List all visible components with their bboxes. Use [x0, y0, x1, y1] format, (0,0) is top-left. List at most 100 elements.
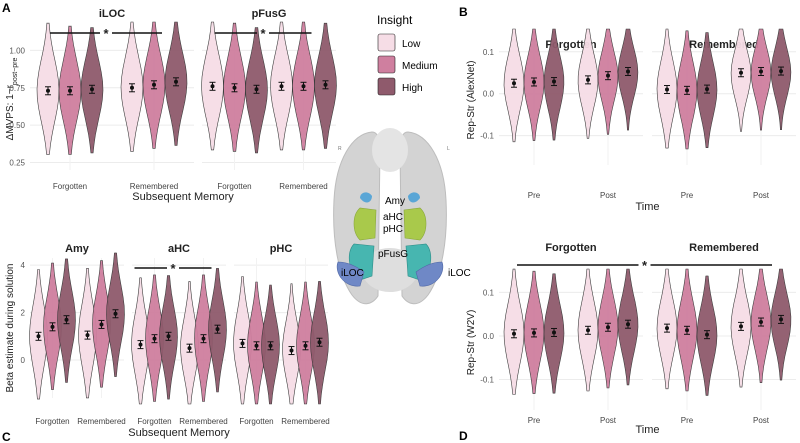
mean-point-medium	[532, 79, 536, 84]
mean-point-high	[552, 79, 556, 84]
mean-point-low	[512, 331, 516, 336]
mean-point-high	[323, 82, 328, 87]
mean-point-high	[705, 87, 709, 92]
x-axis-label: Subsequent Memory	[128, 427, 230, 439]
mean-point-medium	[254, 343, 259, 348]
x-tick-label: Pre	[681, 416, 694, 425]
mean-point-medium	[606, 73, 610, 78]
mean-point-medium	[152, 82, 156, 87]
mean-point-high	[113, 311, 118, 316]
x-axis-label: Time	[635, 424, 659, 436]
y-axis-label: Rep-Str (AlexNet)	[466, 61, 477, 140]
y-tick-label: 0.1	[483, 48, 495, 57]
mean-point-low	[138, 342, 143, 347]
mean-point-low	[586, 328, 590, 333]
mean-point-medium	[301, 84, 306, 89]
violin-low	[730, 28, 752, 132]
mean-point-low	[36, 334, 41, 339]
facet-title: Forgotten	[545, 242, 597, 254]
legend-key-high	[377, 77, 396, 96]
panel-letter-d: D	[459, 429, 468, 443]
mean-point-high	[626, 322, 630, 327]
facet-title: aHC	[168, 243, 190, 255]
significance-marker: *	[170, 261, 176, 276]
mean-point-low	[85, 333, 90, 338]
x-axis-label: Time	[635, 201, 659, 213]
panel-letter-a: A	[2, 1, 11, 15]
x-tick-label: Forgotten	[53, 182, 87, 191]
facet-title: Remembered	[689, 242, 759, 254]
x-tick-label: Post	[753, 191, 770, 200]
mean-point-high	[254, 87, 259, 92]
mean-point-low	[210, 84, 215, 89]
x-tick-label: Remembered	[279, 182, 327, 191]
x-tick-label: Pre	[528, 191, 541, 200]
significance-marker: *	[642, 258, 648, 273]
x-tick-label: Post	[600, 416, 617, 425]
legend-label-medium: Medium	[402, 61, 438, 72]
mean-point-low	[187, 346, 192, 351]
x-tick-label: Post	[600, 191, 617, 200]
legend: Insight Low Medium High	[377, 13, 438, 96]
mean-point-medium	[685, 328, 689, 333]
y-tick-label: 0.25	[9, 159, 25, 168]
mean-point-medium	[303, 343, 308, 348]
mean-point-high	[90, 87, 94, 92]
mean-point-high	[626, 69, 630, 74]
panel-b: Rep-Str (AlexNet)Time-0.10.00.1Forgotten…	[466, 28, 796, 213]
brain-label-ahc: aHC	[383, 212, 403, 223]
mean-point-high	[317, 340, 322, 345]
mean-point-high	[552, 330, 556, 335]
y-tick-label: -0.1	[480, 132, 494, 141]
facet-title: Amy	[65, 243, 90, 255]
legend-title: Insight	[377, 13, 413, 27]
mean-point-medium	[50, 324, 55, 329]
y-tick-label: 2	[21, 309, 26, 318]
mean-point-high	[705, 332, 709, 337]
mean-point-medium	[759, 320, 763, 325]
legend-key-low	[377, 33, 396, 52]
legend-label-low: Low	[402, 39, 421, 50]
mean-point-low	[586, 77, 590, 82]
panel-letter-b: B	[459, 5, 468, 19]
mean-point-low	[289, 348, 294, 353]
violin-low	[180, 281, 199, 405]
mean-point-medium	[201, 336, 206, 341]
facet-title: iLOC	[99, 8, 125, 20]
mean-point-high	[215, 327, 220, 332]
legend-key-medium	[377, 55, 396, 74]
x-tick-label: Pre	[528, 416, 541, 425]
mean-point-medium	[232, 85, 237, 90]
mean-point-high	[779, 317, 783, 322]
brain-orient-right: R	[338, 146, 342, 152]
y-tick-label: 0.75	[9, 84, 25, 93]
mean-point-low	[665, 87, 669, 92]
x-tick-label: Forgotten	[35, 417, 69, 426]
mean-point-low	[279, 84, 284, 89]
mean-point-medium	[68, 88, 72, 93]
mean-point-low	[512, 81, 516, 86]
x-tick-label: Remembered	[179, 417, 227, 426]
y-axis-label: Rep-Str (W2V)	[466, 310, 477, 376]
y-tick-label: 0.0	[483, 332, 495, 341]
x-tick-label: Forgotten	[217, 182, 251, 191]
mean-point-low	[240, 341, 245, 346]
mean-point-medium	[685, 88, 689, 93]
brain-illustration: R L Amy aHC pHC pFusG iLOC iLOC	[333, 128, 471, 305]
y-tick-label: 1.00	[9, 46, 25, 55]
significance-marker: *	[260, 26, 266, 41]
brain-label-amy: Amy	[385, 196, 405, 207]
mean-point-low	[739, 324, 743, 329]
brain-label-phc: pHC	[383, 224, 403, 235]
legend-label-high: High	[402, 83, 423, 94]
x-tick-label: Remembered	[77, 417, 125, 426]
